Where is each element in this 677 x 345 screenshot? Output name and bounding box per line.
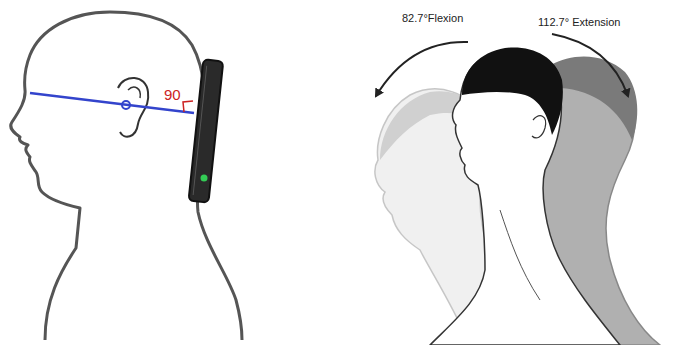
sensor-edge [193, 66, 207, 195]
ear-point [122, 101, 130, 109]
sensor-led [201, 175, 208, 182]
angle-value: 90 [164, 86, 181, 103]
flexion-arrow [376, 42, 468, 96]
extension-label: 112.7° Extension [538, 16, 620, 28]
flexion-label: 82.7°Flexion [402, 12, 463, 24]
head-silhouette [11, 12, 242, 340]
ear-inner [128, 87, 140, 98]
sensor-device [189, 59, 224, 202]
neutral-head [430, 47, 620, 345]
extension-arrow [552, 34, 628, 96]
right-angle-mark [183, 101, 193, 112]
